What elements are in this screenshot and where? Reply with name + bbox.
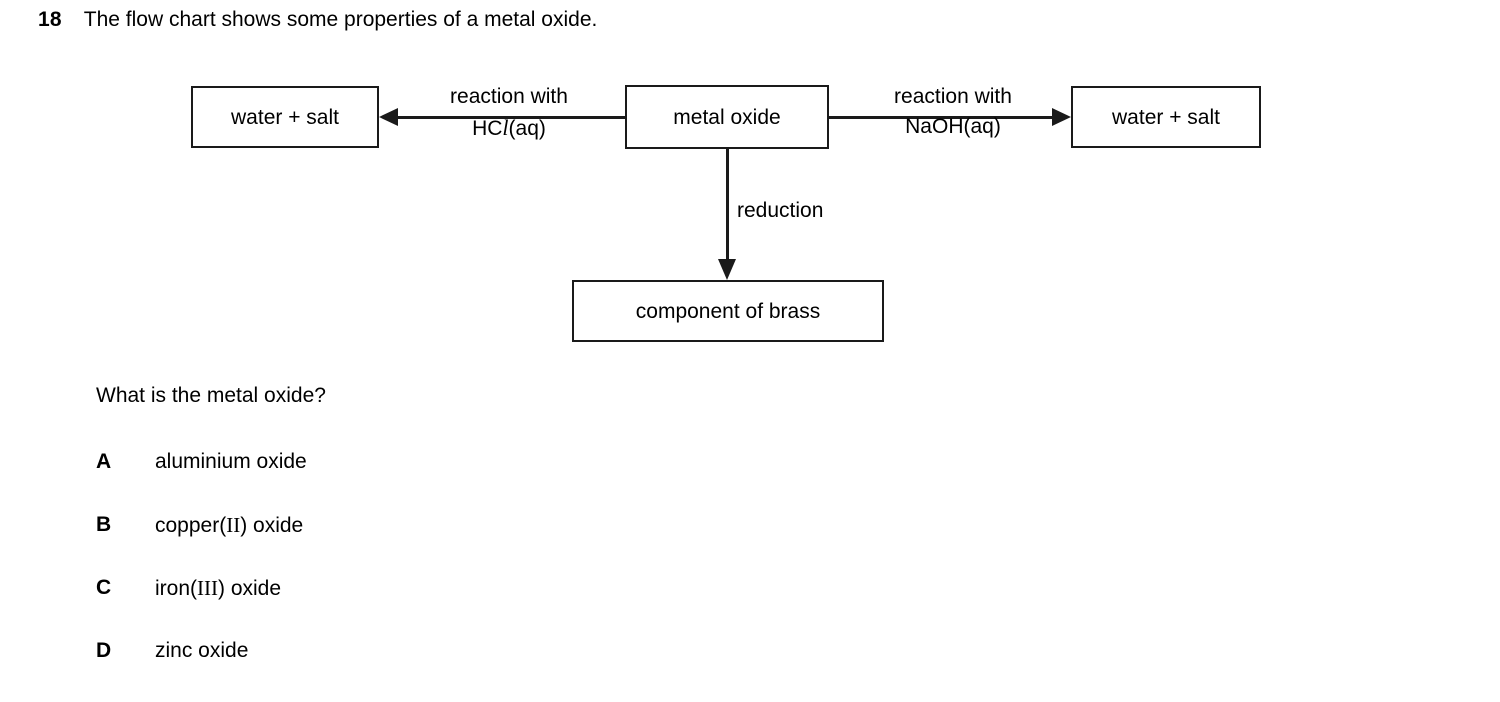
flow-box-left-products: water + salt bbox=[191, 86, 379, 148]
answer-option-a[interactable]: A aluminium oxide bbox=[96, 450, 696, 513]
answer-option-c-text: iron(III) oxide bbox=[155, 576, 281, 601]
arrow-line-to-brass bbox=[726, 147, 729, 263]
flow-box-left-products-label: water + salt bbox=[231, 105, 339, 129]
arrow-line-to-left-products bbox=[398, 116, 627, 119]
arrowhead-down-icon bbox=[718, 259, 736, 280]
answer-option-b-text: copper(II) oxide bbox=[155, 513, 303, 538]
arrow-label-hcl-line1: reaction with bbox=[450, 85, 568, 108]
arrowhead-left-icon bbox=[379, 108, 398, 126]
arrow-label-naoh-line2: NaOH(aq) bbox=[905, 114, 1001, 138]
flow-box-metal-oxide-label: metal oxide bbox=[673, 105, 781, 129]
answer-option-d-letter: D bbox=[96, 639, 112, 662]
answer-option-d[interactable]: D zinc oxide bbox=[96, 639, 696, 702]
answer-option-a-letter: A bbox=[96, 450, 112, 473]
answer-option-b[interactable]: B copper(II) oxide bbox=[96, 513, 696, 576]
answer-option-c-text-after: ) oxide bbox=[218, 577, 282, 600]
flow-box-component-of-brass: component of brass bbox=[572, 280, 884, 342]
arrow-label-naoh-line1: reaction with bbox=[894, 85, 1012, 108]
question-stem-text: The flow chart shows some properties of … bbox=[83, 8, 598, 31]
answer-option-a-text: aluminium oxide bbox=[155, 450, 307, 473]
answer-option-c-text-before: iron( bbox=[155, 577, 198, 600]
arrowhead-right-icon bbox=[1052, 108, 1071, 126]
question-number: 18 bbox=[38, 8, 62, 31]
answer-option-d-text: zinc oxide bbox=[155, 639, 249, 662]
flow-box-right-products: water + salt bbox=[1071, 86, 1261, 148]
arrow-label-naoh: reaction with NaOH(aq) bbox=[853, 82, 1053, 142]
arrow-line-to-right-products bbox=[827, 116, 1053, 119]
answer-options-list: A aluminium oxide B copper(II) oxide C i… bbox=[96, 450, 696, 702]
flow-box-metal-oxide: metal oxide bbox=[625, 85, 829, 149]
flow-box-component-of-brass-label: component of brass bbox=[635, 299, 821, 323]
arrow-label-hcl-prefix: HC bbox=[472, 116, 503, 140]
answer-option-b-numeral: II bbox=[226, 513, 241, 537]
arrow-label-hcl-line2: HCl(aq) bbox=[409, 112, 609, 144]
answer-option-b-letter: B bbox=[96, 513, 112, 536]
flow-box-right-products-label: water + salt bbox=[1112, 105, 1220, 129]
flow-chart-diagram: water + salt metal oxide water + salt co… bbox=[191, 82, 1261, 342]
answer-option-b-text-after: ) oxide bbox=[240, 514, 304, 537]
answer-option-b-text-before: copper( bbox=[155, 514, 227, 537]
arrow-label-hcl-italic-l: l bbox=[502, 114, 509, 140]
answer-option-c-numeral: III bbox=[197, 576, 218, 600]
question-stem: 18 The flow chart shows some properties o… bbox=[38, 8, 1438, 40]
answer-option-c-letter: C bbox=[96, 576, 112, 599]
arrow-label-hcl: reaction with HCl(aq) bbox=[409, 82, 609, 144]
arrow-label-reduction: reduction bbox=[737, 199, 824, 222]
question-prompt: What is the metal oxide? bbox=[96, 384, 326, 407]
arrow-label-hcl-suffix: (aq) bbox=[508, 116, 546, 140]
answer-option-c[interactable]: C iron(III) oxide bbox=[96, 576, 696, 639]
